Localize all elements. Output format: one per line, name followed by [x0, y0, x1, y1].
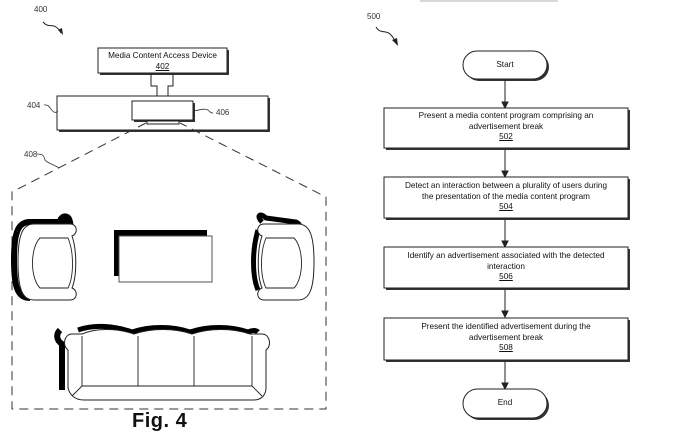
- step-504-line2: the presentation of the media content pr…: [422, 191, 590, 201]
- ref-406: 406: [216, 108, 230, 117]
- sensor-lens: [146, 120, 180, 125]
- ref-500-arrowhead: [392, 38, 398, 46]
- ref-404-leader: [43, 104, 59, 113]
- step-506-line1: Identify an advertisement associated wit…: [407, 251, 605, 260]
- device-box-402: [97, 47, 228, 74]
- top-edge-artifact: [420, 0, 558, 2]
- device-number: 402: [155, 61, 170, 71]
- coffee-table: [114, 230, 213, 283]
- left-armchair: [10, 213, 77, 301]
- step-504: Detect an interaction between a pluralit…: [384, 181, 628, 213]
- ref-408: 408: [24, 150, 38, 159]
- sofa: [54, 323, 270, 401]
- step-506-line2: interaction: [487, 261, 525, 271]
- step-504-line1: Detect an interaction between a pluralit…: [404, 181, 608, 190]
- end-terminal: [462, 388, 548, 419]
- step-502: Present a media content program comprisi…: [384, 111, 628, 143]
- step-504-number: 504: [499, 202, 513, 211]
- end-label: End: [497, 398, 513, 407]
- right-armchair: [251, 212, 315, 301]
- step-508-line2: advertisement break: [468, 332, 544, 342]
- step-506: Identify an advertisement associated wit…: [384, 251, 628, 283]
- ref-400: 400: [34, 5, 48, 14]
- start-terminal: [462, 50, 548, 80]
- step-504-box: [383, 176, 629, 219]
- step-506-number: 506: [499, 272, 513, 281]
- ref-500: 500: [367, 12, 381, 21]
- step-502-number: 502: [499, 132, 513, 141]
- flow-connectors: [501, 80, 509, 391]
- step-502-box: [383, 107, 629, 149]
- ref-400-arrowhead: [58, 28, 63, 35]
- start-label: Start: [496, 60, 514, 69]
- device-box-label: Media Content Access Device 402: [98, 51, 227, 72]
- step-508-number: 508: [499, 343, 513, 352]
- ref-408-leader: [36, 153, 60, 169]
- device-connector: [150, 74, 174, 101]
- ref-404: 404: [27, 101, 41, 110]
- step-508-line1: Present the identified advertisement dur…: [421, 322, 591, 331]
- sensor-406: [131, 100, 194, 121]
- step-506-box: [383, 246, 629, 289]
- room-408-outline: [11, 122, 327, 410]
- step-502-line2: advertisement break: [468, 121, 544, 131]
- step-508: Present the identified advertisement dur…: [384, 322, 628, 354]
- step-502-line1: Present a media content program comprisi…: [418, 111, 594, 120]
- ref-406-leader: [193, 108, 214, 114]
- device-title: Media Content Access Device: [108, 51, 217, 60]
- figure-4-caption: Fig. 4: [132, 410, 188, 432]
- step-508-box: [383, 317, 629, 361]
